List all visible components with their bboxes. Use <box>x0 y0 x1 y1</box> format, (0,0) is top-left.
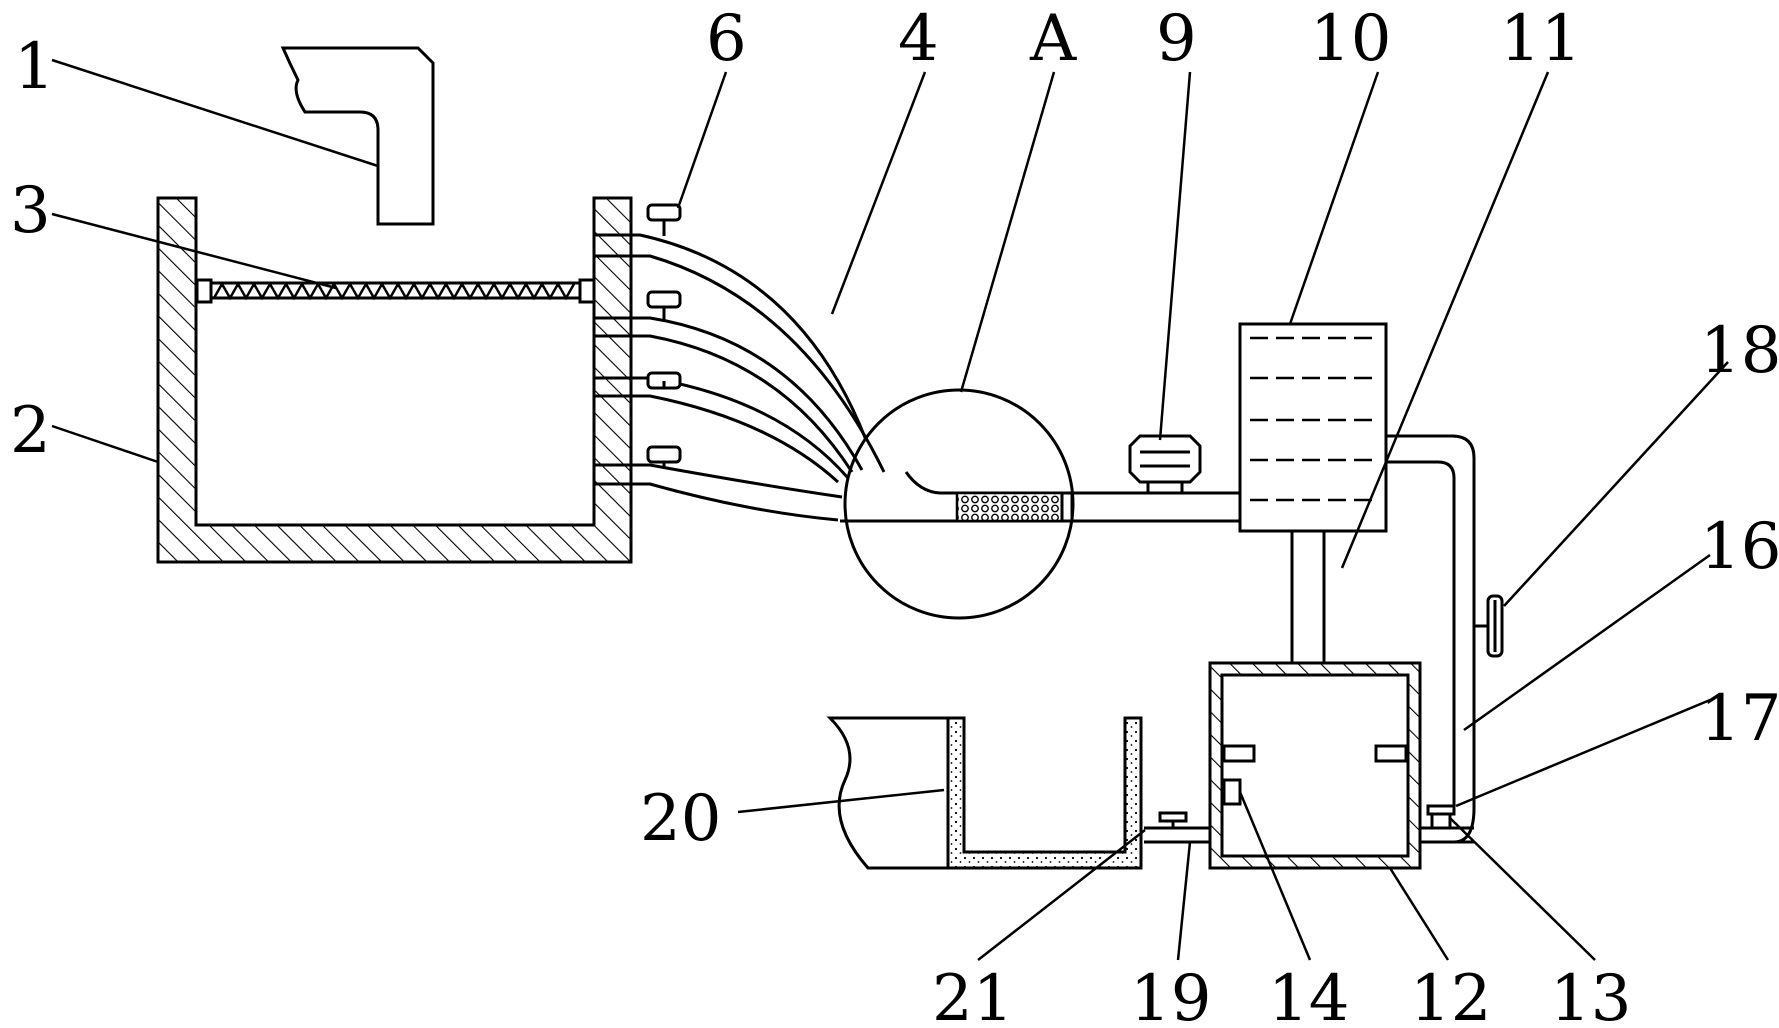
leader-lines <box>51 58 1729 961</box>
label-2: 2 <box>10 394 51 468</box>
main-pipe <box>840 471 1240 523</box>
connecting-pipe <box>1290 531 1326 664</box>
label-20: 20 <box>640 782 721 856</box>
label-12: 12 <box>1410 962 1491 1028</box>
label-3: 3 <box>10 174 51 248</box>
label-13: 13 <box>1550 962 1631 1028</box>
return-valve <box>1474 594 1504 658</box>
label-11: 11 <box>1500 2 1581 76</box>
valve-6-1 <box>646 203 682 236</box>
label-1: 1 <box>14 30 55 104</box>
label-a: A <box>1029 2 1077 76</box>
collection-box <box>1208 661 1422 870</box>
label-6: 6 <box>706 2 747 76</box>
label-4: 4 <box>898 2 939 76</box>
exchanger-tank <box>1238 322 1388 533</box>
valve-group <box>646 203 682 468</box>
label-10: 10 <box>1310 2 1391 76</box>
filter-screen <box>195 278 596 304</box>
label-14: 14 <box>1268 962 1349 1028</box>
pump <box>1128 434 1202 495</box>
label-9: 9 <box>1156 2 1197 76</box>
labels: 1 3 2 6 4 A 9 10 11 18 16 17 20 21 19 14… <box>10 2 1779 1028</box>
label-21: 21 <box>932 962 1013 1028</box>
label-18: 18 <box>1700 314 1779 388</box>
trough <box>826 716 1143 870</box>
outlet-pipes <box>594 233 886 522</box>
label-17: 17 <box>1700 682 1779 756</box>
valve-6-3 <box>646 371 682 390</box>
bottom-connection <box>1420 804 1476 844</box>
feed-chute <box>280 46 435 226</box>
valve-6-4 <box>646 445 682 468</box>
label-16: 16 <box>1700 510 1779 584</box>
label-19: 19 <box>1130 962 1211 1028</box>
valve-6-2 <box>646 290 682 320</box>
main-tank <box>156 196 633 564</box>
return-pipe <box>1386 434 1476 808</box>
outlet-pipe-19 <box>1144 811 1210 844</box>
